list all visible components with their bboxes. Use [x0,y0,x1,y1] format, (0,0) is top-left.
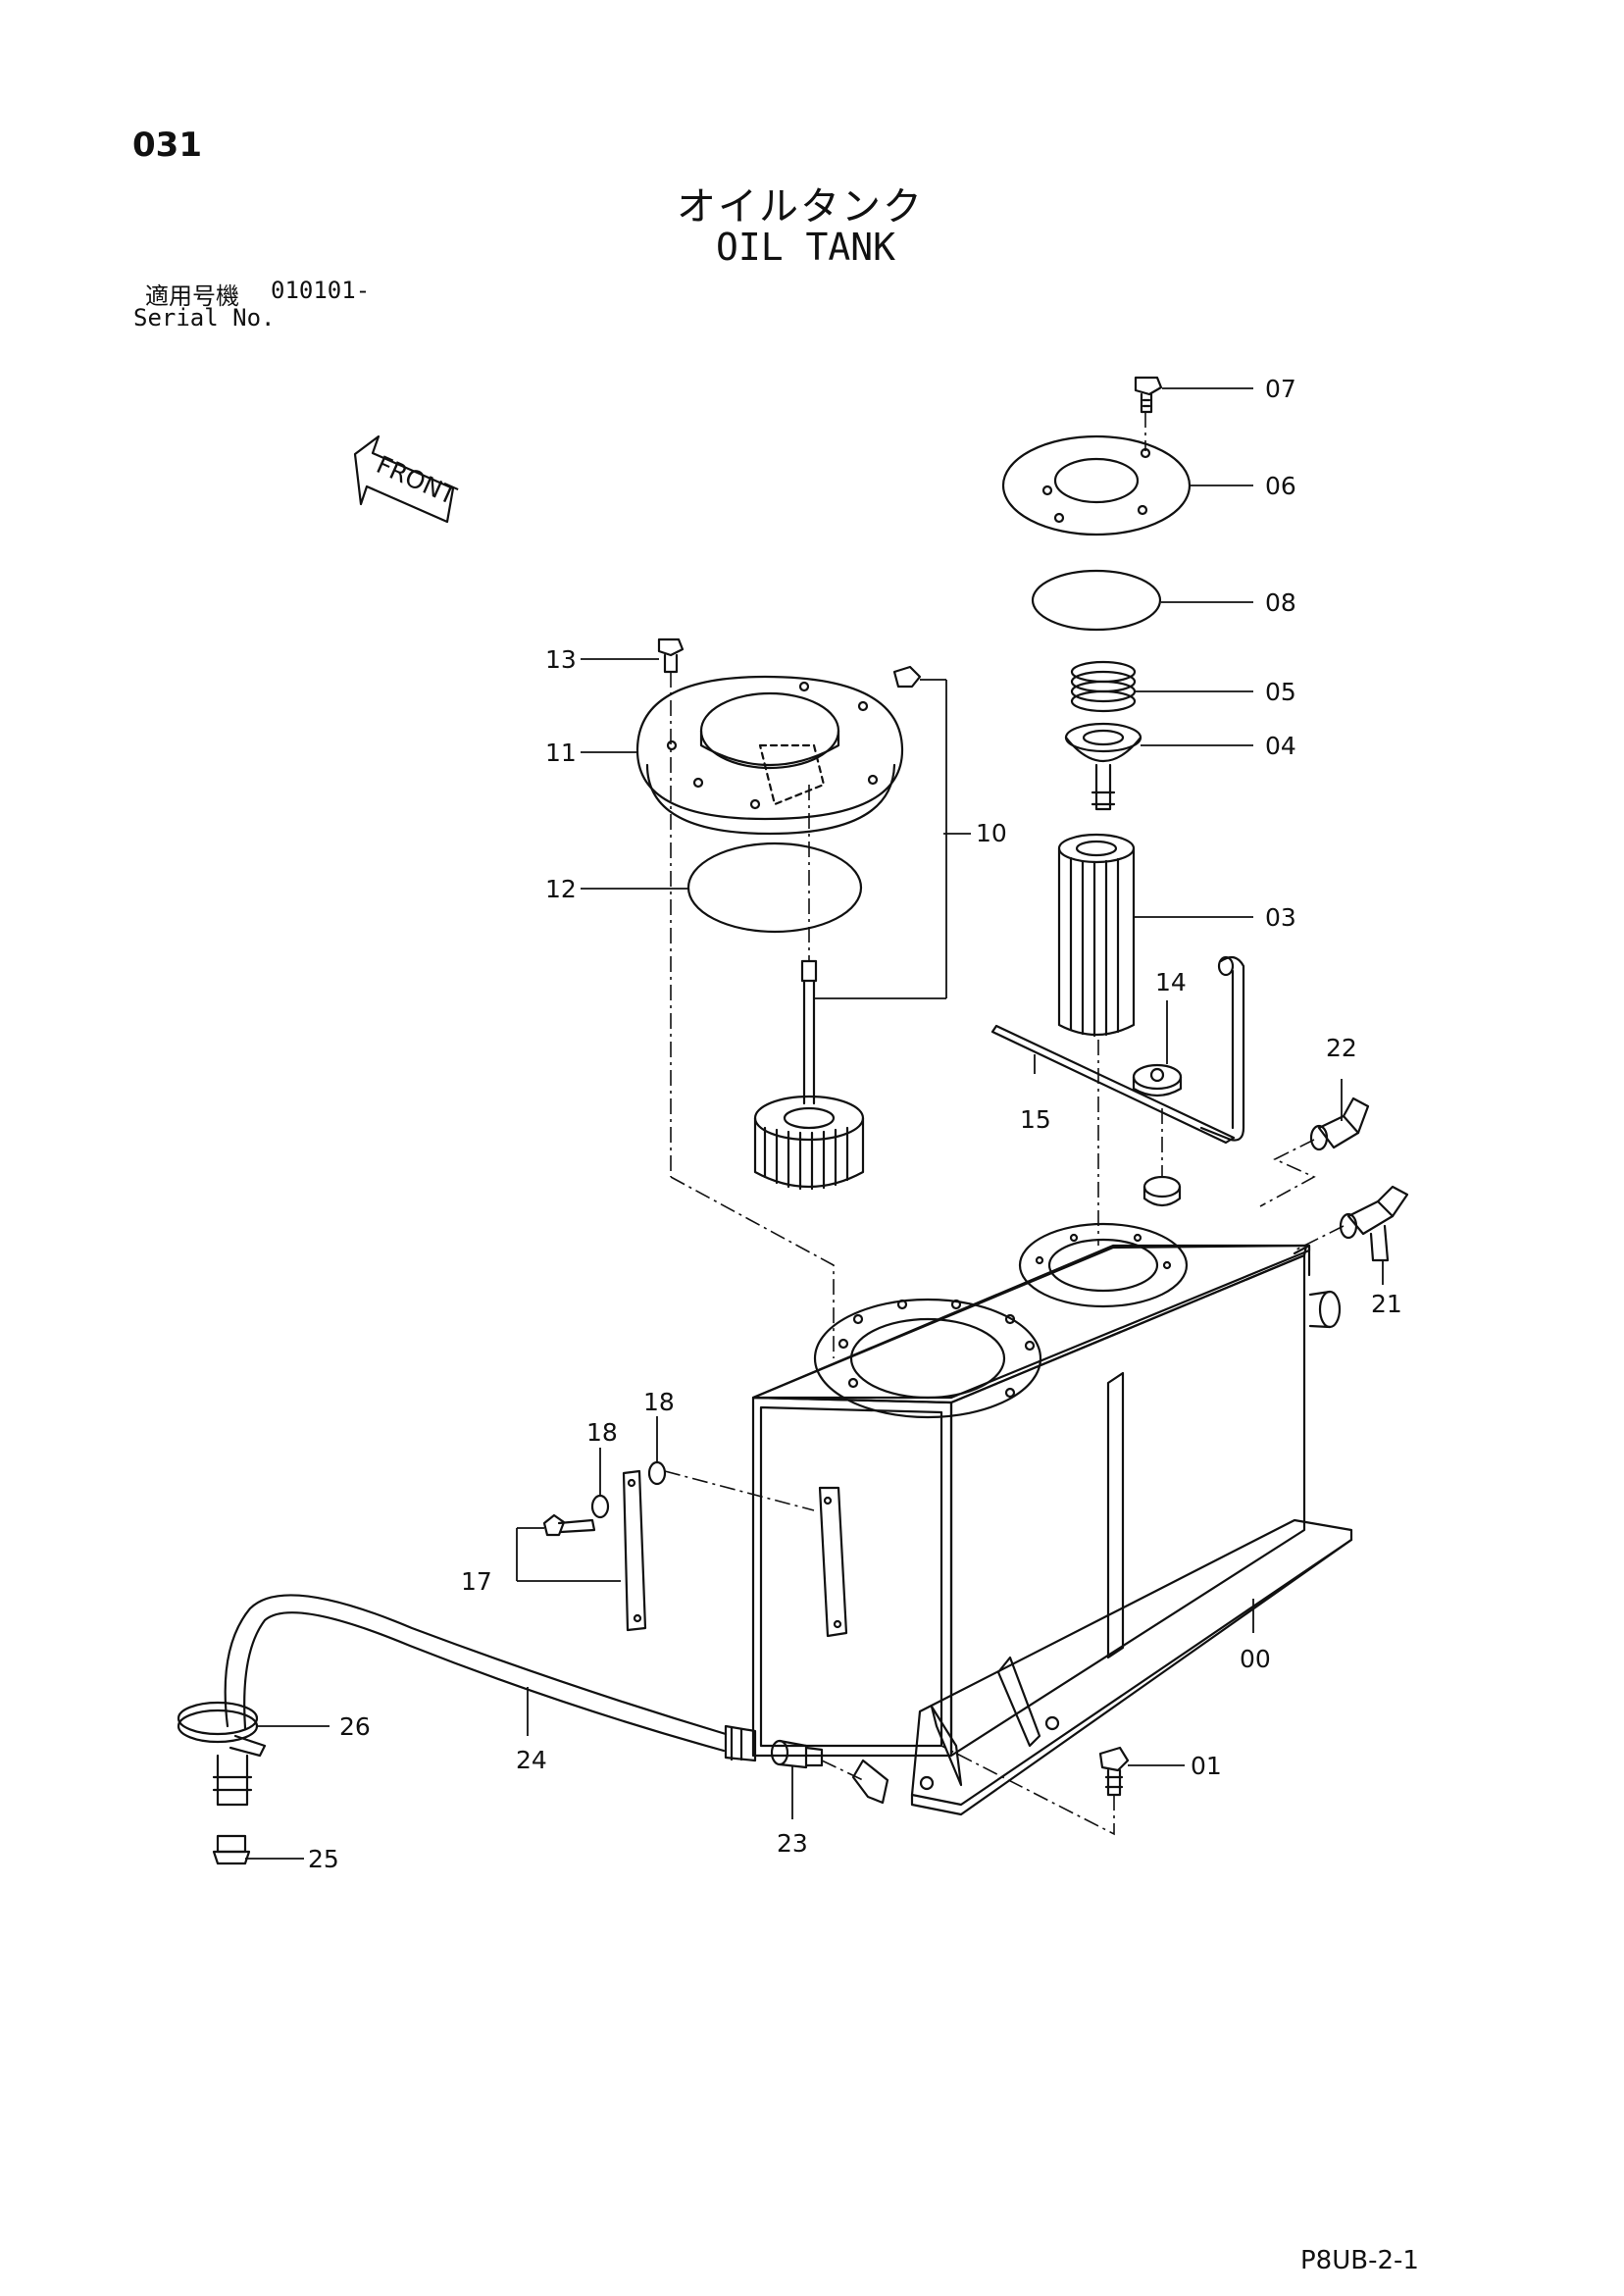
gasket-12 [686,842,863,934]
o-ring-08 [1031,569,1162,632]
bolt-01-icon [1098,1746,1130,1797]
callout-18-left: 18 [586,1418,618,1447]
callout-11: 11 [545,739,577,767]
callout-06: 06 [1265,472,1296,500]
bolt-07-icon [1134,376,1163,414]
callout-08: 08 [1265,588,1296,617]
callout-24: 24 [516,1746,547,1774]
level-gauge-17 [542,1469,647,1632]
serial-number-value: 010101- [271,277,371,304]
callout-12: 12 [545,875,577,903]
assembly-lines [664,412,1345,1836]
filter-element-03 [1057,833,1136,1038]
callout-18-right: 18 [643,1388,675,1416]
callout-22: 22 [1326,1034,1357,1062]
washer-18-right [647,1460,667,1486]
title-english: OIL TANK [716,226,896,269]
front-arrow-icon: FRONT [353,434,461,524]
valve-04 [1064,722,1142,811]
callout-00: 00 [1240,1645,1271,1673]
callout-01: 01 [1191,1752,1222,1780]
callout-25: 25 [308,1845,339,1873]
tank-small-port [1018,1222,1189,1308]
callout-03: 03 [1265,903,1296,932]
cover-plate-11 [635,675,904,836]
tank-large-port [813,1298,1042,1419]
serial-label-english: Serial No. [133,304,276,332]
callout-15: 15 [1020,1105,1051,1134]
drawing-code: P8UB-2-1 [1300,2246,1419,2275]
hose-end-fitting [212,1754,253,1807]
drain-plug-25 [212,1834,251,1865]
hose-clamp-26 [177,1701,267,1758]
callout-23: 23 [777,1829,808,1858]
callout-04: 04 [1265,732,1296,760]
callout-13: 13 [545,645,577,674]
breather-tube [1199,955,1245,1142]
page-number: 031 [132,126,202,165]
washer-18-left [590,1494,610,1519]
suction-strainer-10 [753,959,865,1191]
title-japanese: オイルタンク [677,184,924,230]
level-gauge-bracket-on-tank [818,1486,848,1638]
oil-tank-body [751,1244,1353,1816]
tee-fitting-21 [1339,1185,1409,1262]
spring-05 [1070,660,1137,713]
serial-label-japanese: 適用号機 [145,282,239,310]
nut-10-icon [892,665,922,689]
dipstick-15 [990,1024,1236,1145]
callout-17: 17 [461,1567,492,1596]
bolt-13-icon [657,638,685,674]
callout-14: 14 [1155,968,1187,996]
leader-lines [245,387,1384,1860]
drain-hose-24 [224,1594,757,1762]
cover-plate-06 [1001,434,1192,536]
front-label: FRONT [373,450,461,511]
tank-filler-neck [1142,1175,1182,1207]
callout-05: 05 [1265,678,1296,706]
callout-07: 07 [1265,375,1296,403]
callout-labels: 07 06 08 05 04 03 13 11 12 10 14 15 22 2… [308,375,1402,1873]
callout-26: 26 [339,1712,371,1741]
elbow-fitting-22 [1309,1097,1370,1151]
callout-10: 10 [976,819,1007,847]
tank-drain-elbow [851,1759,889,1805]
callout-21: 21 [1371,1290,1402,1318]
filler-cap-14 [1132,1063,1183,1097]
